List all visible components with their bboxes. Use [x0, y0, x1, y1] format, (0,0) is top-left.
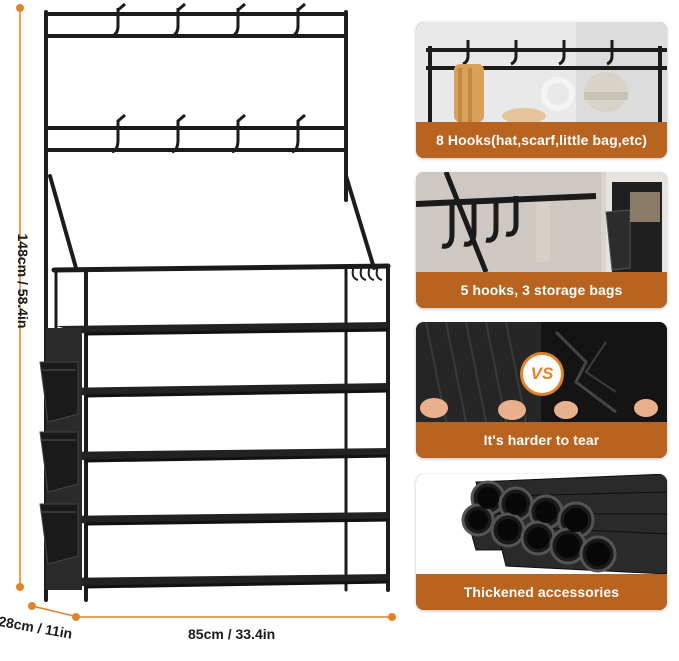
vs-badge-text: VS	[530, 364, 554, 383]
tubes-photo	[416, 474, 667, 574]
shelf-2	[56, 383, 389, 398]
storage-bag-1	[39, 361, 79, 423]
shoe-rack-illustration	[16, 2, 396, 621]
feature-caption: It's harder to tear	[416, 422, 667, 458]
side-hooks	[351, 265, 383, 281]
shelf-3	[56, 448, 389, 463]
dimension-markers	[16, 4, 396, 621]
hooks-photo	[416, 22, 667, 122]
feature-caption: Thickened accessories	[416, 574, 667, 610]
feature-card-storage: 5 hooks, 3 storage bags	[416, 172, 667, 308]
shelf-4	[56, 512, 389, 526]
hooks-row-top	[111, 2, 306, 38]
hooks-row-middle	[111, 113, 306, 154]
side-storage-panel	[39, 328, 82, 590]
shelves	[56, 322, 389, 589]
storage-bag-3	[39, 503, 79, 565]
storage-photo	[416, 172, 667, 272]
rack-frame	[44, 10, 391, 602]
feature-card-hooks: 8 Hooks(hat,scarf,little bag,etc)	[416, 22, 667, 158]
vs-badge: VS	[520, 352, 564, 396]
storage-bag-2	[39, 431, 79, 493]
width-dimension-label: 85cm / 33.4in	[188, 626, 276, 642]
shelf-5	[56, 574, 389, 589]
feature-caption: 8 Hooks(hat,scarf,little bag,etc)	[416, 122, 667, 158]
feature-card-tubes: Thickened accessories	[416, 474, 667, 610]
height-dimension-label: 148cm / 58.4in	[15, 233, 31, 329]
shelf-1	[56, 322, 389, 336]
feature-caption: 5 hooks, 3 storage bags	[416, 272, 667, 308]
feature-card-tear: VS It's harder to tear	[416, 322, 667, 458]
